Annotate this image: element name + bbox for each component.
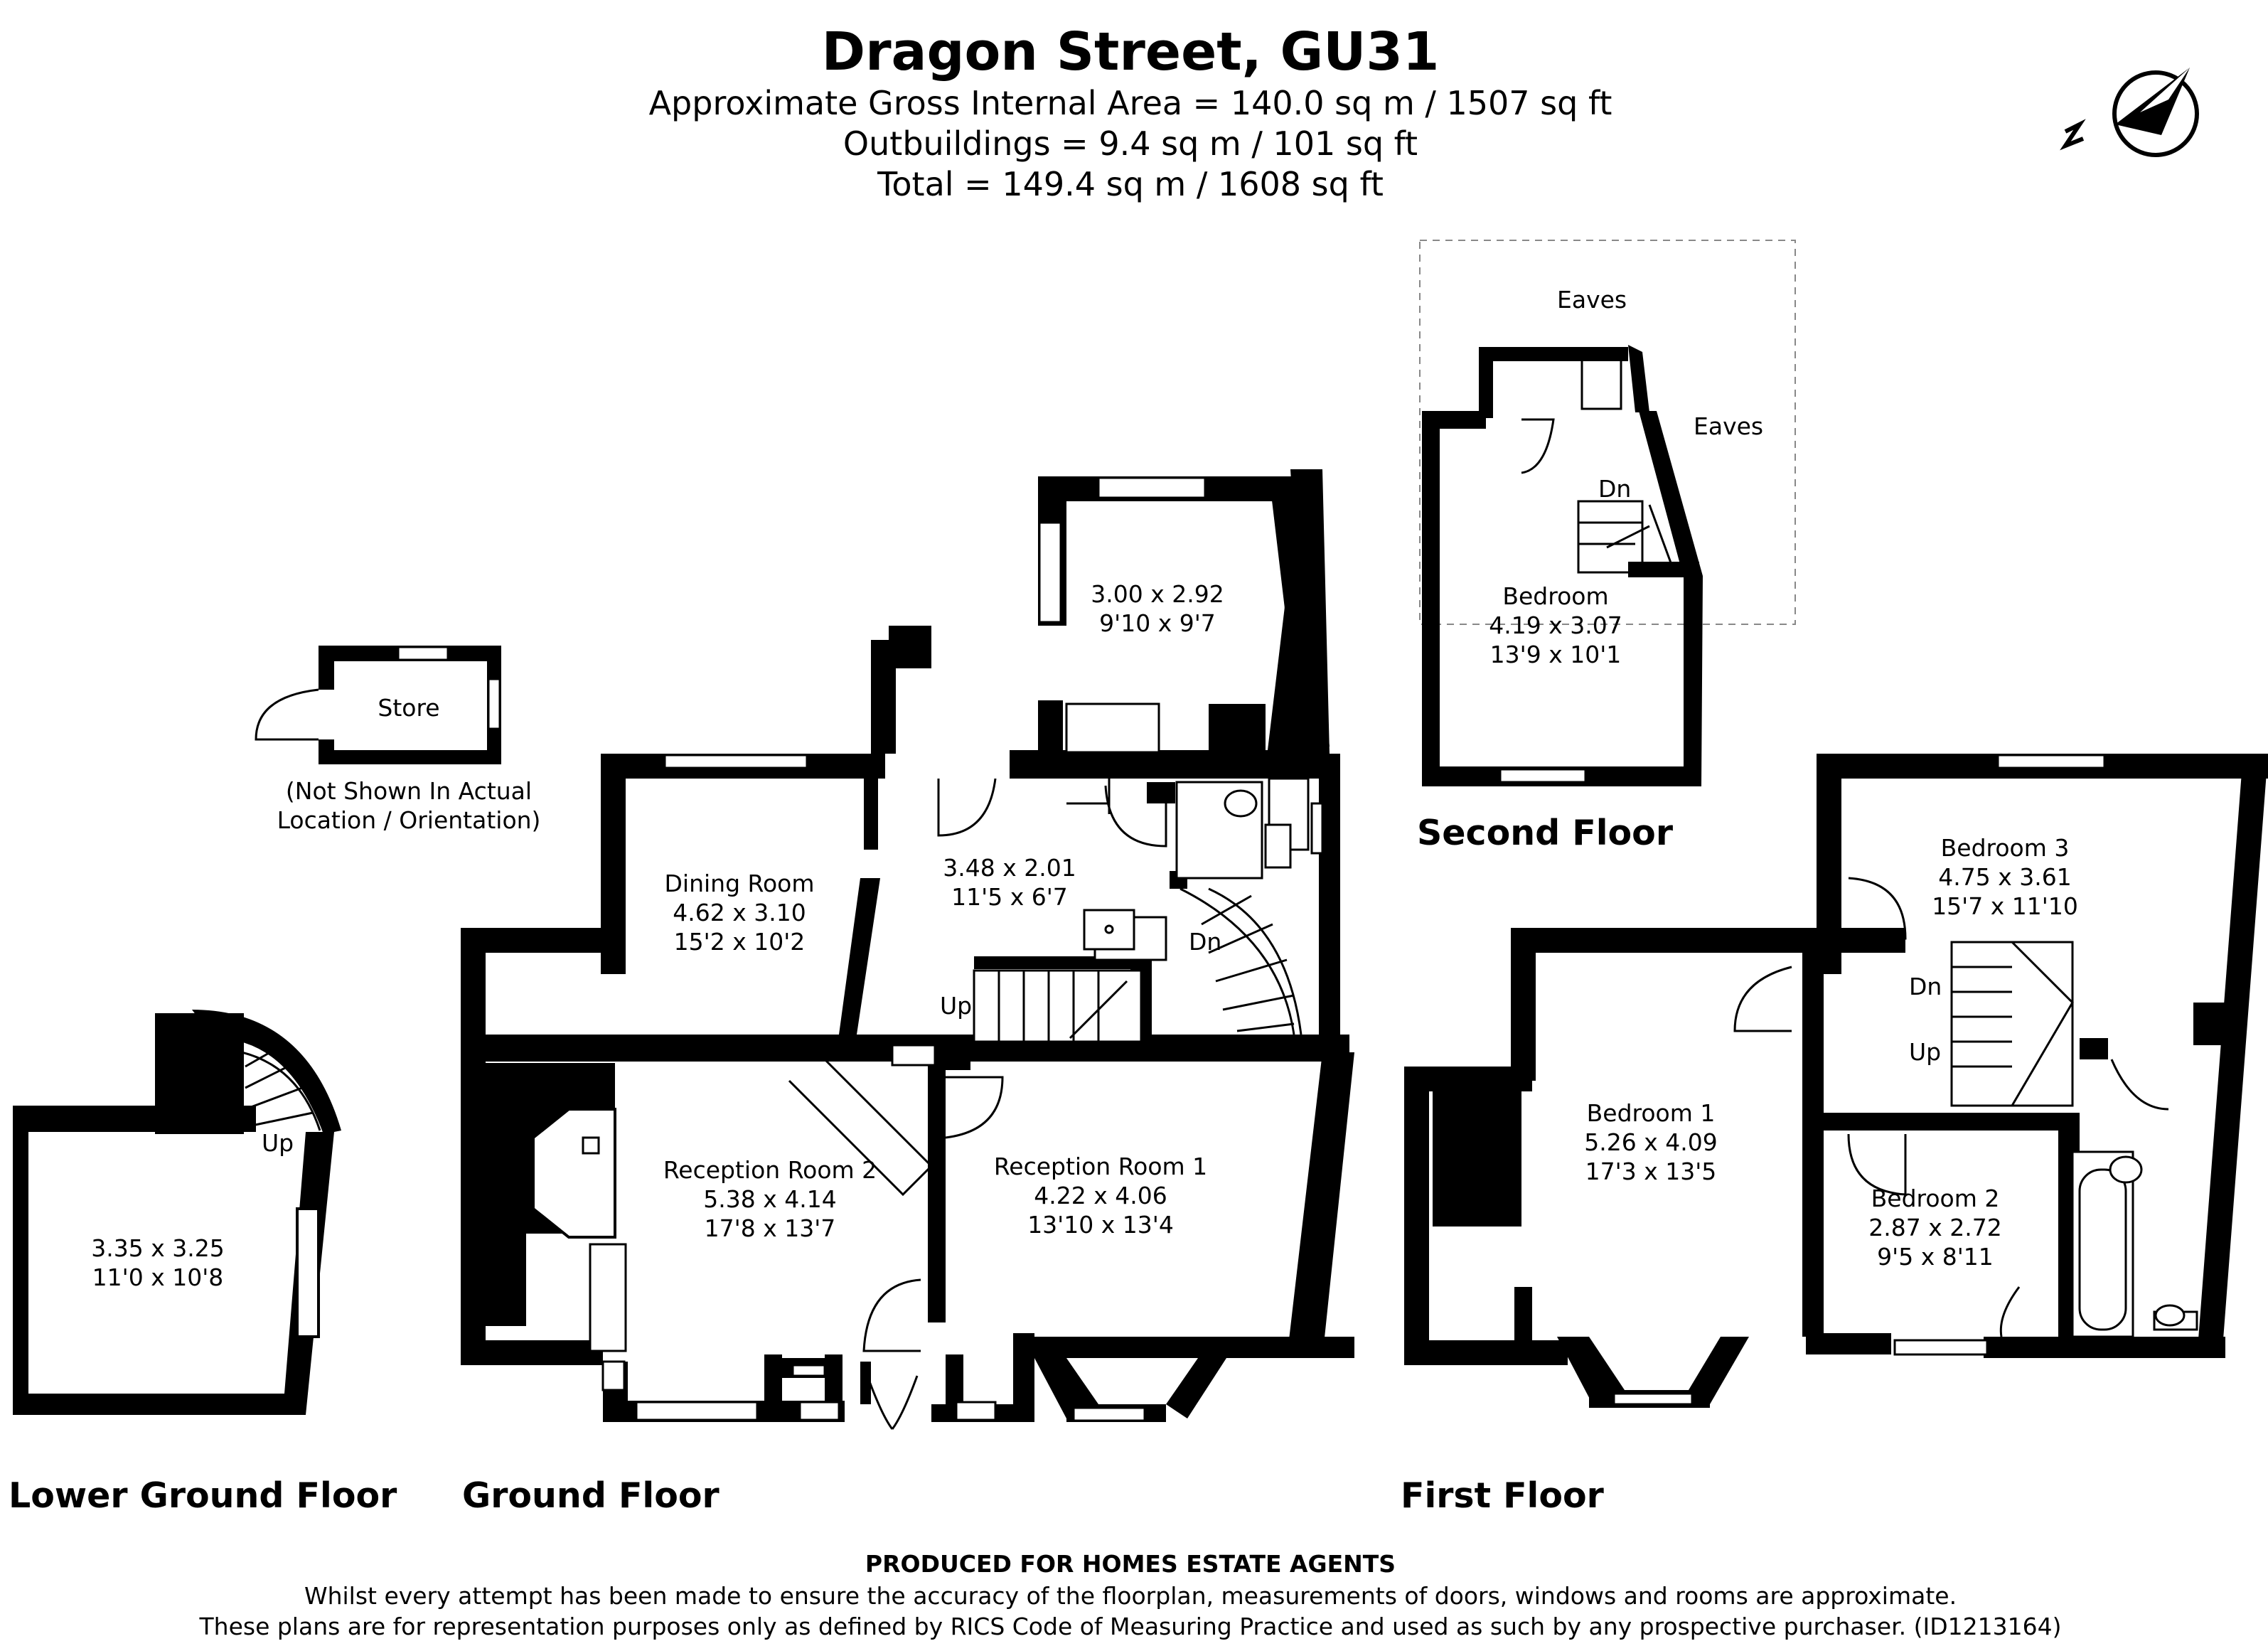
lower-ground-floor-plan <box>13 1010 341 1415</box>
second-floor-plan <box>1419 240 1796 786</box>
disclaimer-line-2: These plans are for representation purpo… <box>199 1613 2062 1640</box>
room-imperial: 15'2 x 10'2 <box>673 928 806 956</box>
disclaimer-line-1: Whilst every attempt has been made to en… <box>304 1582 1957 1610</box>
room-name: Reception Room 1 <box>993 1153 1208 1180</box>
room-metric: 3.35 x 3.25 <box>91 1234 225 1262</box>
down-label: Dn <box>1909 973 1942 1000</box>
produced-by-text: PRODUCED FOR HOMES ESTATE AGENTS <box>865 1550 1396 1578</box>
room-metric: 5.38 x 4.14 <box>703 1185 837 1213</box>
room-imperial: 17'3 x 13'5 <box>1585 1158 1717 1185</box>
outbuildings-area-text: Outbuildings = 9.4 sq m / 101 sq ft <box>843 124 1418 163</box>
store-note-line1: (Not Shown In Actual <box>285 777 533 805</box>
room-name: Bedroom <box>1502 582 1609 610</box>
room-name: Reception Room 2 <box>663 1156 877 1184</box>
room-imperial: 11'5 x 6'7 <box>951 883 1068 911</box>
store-plan <box>255 646 501 764</box>
up-label: Up <box>940 992 973 1020</box>
room-metric: 2.87 x 2.72 <box>1868 1214 2002 1241</box>
hall-label: 3.48 x 2.01 11'5 x 6'7 <box>943 853 1076 912</box>
room-imperial: 13'10 x 13'4 <box>1027 1211 1174 1239</box>
room-imperial: 17'8 x 13'7 <box>704 1214 836 1242</box>
reception-room-2-label: Reception Room 2 5.38 x 4.14 17'8 x 13'7 <box>663 1155 877 1243</box>
room-imperial: 15'7 x 11'10 <box>1932 892 2078 920</box>
room-name: Bedroom 1 <box>1586 1099 1716 1127</box>
ground-floor-plan <box>461 469 1354 1430</box>
store-label: Store <box>378 694 440 722</box>
room-name: Dining Room <box>664 870 815 897</box>
room-imperial: 13'9 x 10'1 <box>1489 641 1622 668</box>
room-name: Bedroom 3 <box>1940 834 2070 862</box>
plan-title: Dragon Street, GU31 <box>821 21 1440 82</box>
first-floor-title: First Floor <box>1401 1475 1604 1516</box>
eaves-label: Eaves <box>1694 412 1764 440</box>
room-name: Bedroom 2 <box>1871 1185 2000 1212</box>
room-imperial: 9'5 x 8'11 <box>1877 1243 1994 1271</box>
second-floor-bedroom-label: Bedroom 4.19 x 3.07 13'9 x 10'1 <box>1489 582 1622 669</box>
second-floor-title: Second Floor <box>1417 813 1674 853</box>
down-label: Dn <box>1189 928 1222 956</box>
bedroom-2-label: Bedroom 2 2.87 x 2.72 9'5 x 8'11 <box>1868 1184 2001 1271</box>
first-floor-plan <box>1404 754 2268 1408</box>
ground-floor-title: Ground Floor <box>462 1475 720 1516</box>
up-label: Up <box>1909 1038 1942 1066</box>
north-arrow-icon <box>2060 68 2199 157</box>
lower-ground-floor-title: Lower Ground Floor <box>9 1475 397 1516</box>
room-metric: 4.62 x 3.10 <box>673 899 806 926</box>
bedroom-3-label: Bedroom 3 4.75 x 3.61 15'7 x 11'10 <box>1932 833 2078 921</box>
room-metric: 5.26 x 4.09 <box>1584 1128 1718 1156</box>
room-metric: 4.22 x 4.06 <box>1034 1182 1167 1209</box>
room-metric: 4.19 x 3.07 <box>1489 611 1622 639</box>
gross-area-text: Approximate Gross Internal Area = 140.0 … <box>648 84 1612 122</box>
room-imperial: 9'10 x 9'7 <box>1099 609 1216 637</box>
total-area-text: Total = 149.4 sq m / 1608 sq ft <box>877 165 1384 203</box>
bedroom-1-label: Bedroom 1 5.26 x 4.09 17'3 x 13'5 <box>1584 1099 1717 1186</box>
room-imperial: 11'0 x 10'8 <box>92 1263 224 1291</box>
lower-ground-room-label: 3.35 x 3.25 11'0 x 10'8 <box>91 1234 224 1292</box>
dining-room-label: Dining Room 4.62 x 3.10 15'2 x 10'2 <box>665 869 815 956</box>
room-metric: 3.00 x 2.92 <box>1091 580 1224 608</box>
up-label: Up <box>262 1129 294 1157</box>
room-3-00-label: 3.00 x 2.92 9'10 x 9'7 <box>1091 579 1224 638</box>
reception-room-1-label: Reception Room 1 4.22 x 4.06 13'10 x 13'… <box>994 1152 1207 1239</box>
down-label: Dn <box>1598 475 1632 503</box>
room-metric: 4.75 x 3.61 <box>1938 863 2072 891</box>
store-note-line2: Location / Orientation) <box>277 806 541 834</box>
eaves-label: Eaves <box>1557 286 1627 314</box>
room-metric: 3.48 x 2.01 <box>943 854 1076 882</box>
